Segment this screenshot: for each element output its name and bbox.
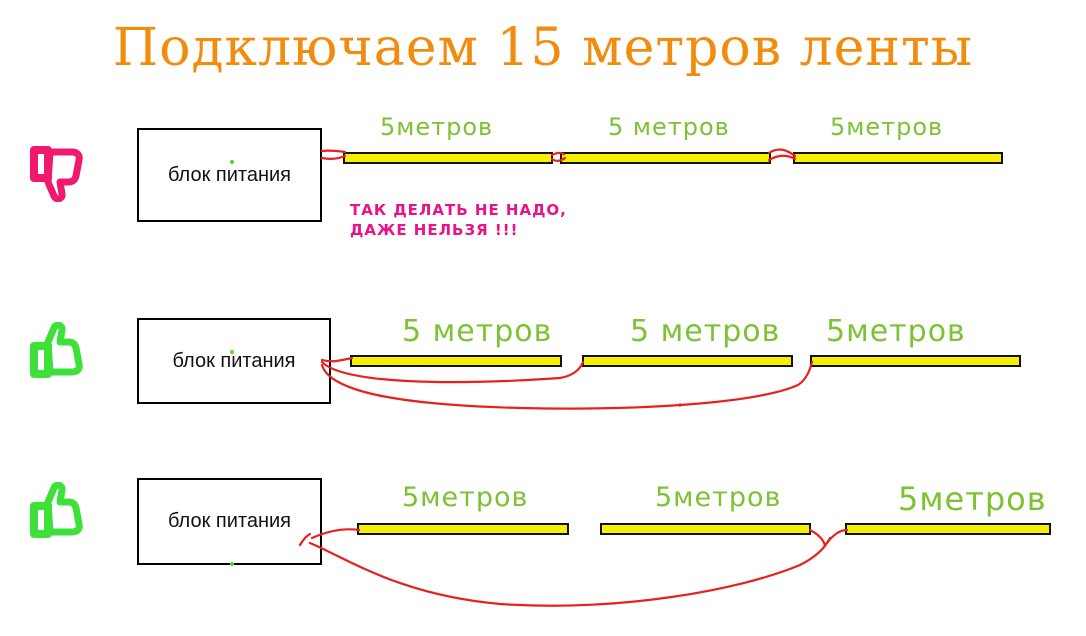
warning-text: ТАК ДЕЛАТЬ НЕ НАДО, ДАЖЕ НЕЛЬЗЯ !!! xyxy=(350,200,567,240)
strip-label: 5 метров xyxy=(402,314,553,349)
wire xyxy=(808,528,827,548)
strip-label: 5метров xyxy=(380,113,494,141)
wire xyxy=(550,156,567,162)
power-supply-box: блок питания xyxy=(137,318,331,404)
wire xyxy=(550,151,566,157)
marker-dot xyxy=(230,350,234,354)
power-supply-label: блок питания xyxy=(168,510,291,532)
wire xyxy=(767,148,797,158)
marker-dot xyxy=(230,562,234,566)
warning-line: ДАЖЕ НЕЛЬЗЯ !!! xyxy=(350,221,519,239)
power-supply-label: блок питания xyxy=(172,349,296,372)
strip-label: 5метров xyxy=(830,113,944,141)
wire xyxy=(298,532,312,547)
wire xyxy=(824,528,849,546)
led-strip xyxy=(350,355,562,367)
led-strip xyxy=(560,152,771,164)
wire xyxy=(320,356,354,363)
power-supply-box: блок питания xyxy=(137,128,322,222)
wire xyxy=(308,536,832,607)
wire xyxy=(320,149,347,154)
power-supply-label: блок питания xyxy=(168,163,291,186)
thumbs-down-icon xyxy=(30,146,83,202)
warning-line: ТАК ДЕЛАТЬ НЕ НАДО, xyxy=(350,201,567,219)
strip-label: 5 метров xyxy=(630,314,781,349)
wire xyxy=(320,154,347,160)
led-strip xyxy=(810,355,1021,367)
strip-label: 5метров xyxy=(655,482,782,513)
strip-label: 5метров xyxy=(898,480,1047,518)
thumbs-up-icon xyxy=(30,322,83,378)
strip-label: 5метров xyxy=(402,482,529,513)
power-supply-box: блок питания xyxy=(137,478,322,565)
marker-dot xyxy=(230,160,234,164)
wire xyxy=(320,360,585,384)
wire xyxy=(310,528,361,540)
page-title: Подключаем 15 метров ленты xyxy=(112,18,974,78)
thumbs-up-icon xyxy=(30,482,83,538)
strip-label: 5метров xyxy=(826,314,966,349)
strip-label: 5 метров xyxy=(608,113,730,141)
wire xyxy=(767,154,797,162)
wire xyxy=(320,360,814,410)
